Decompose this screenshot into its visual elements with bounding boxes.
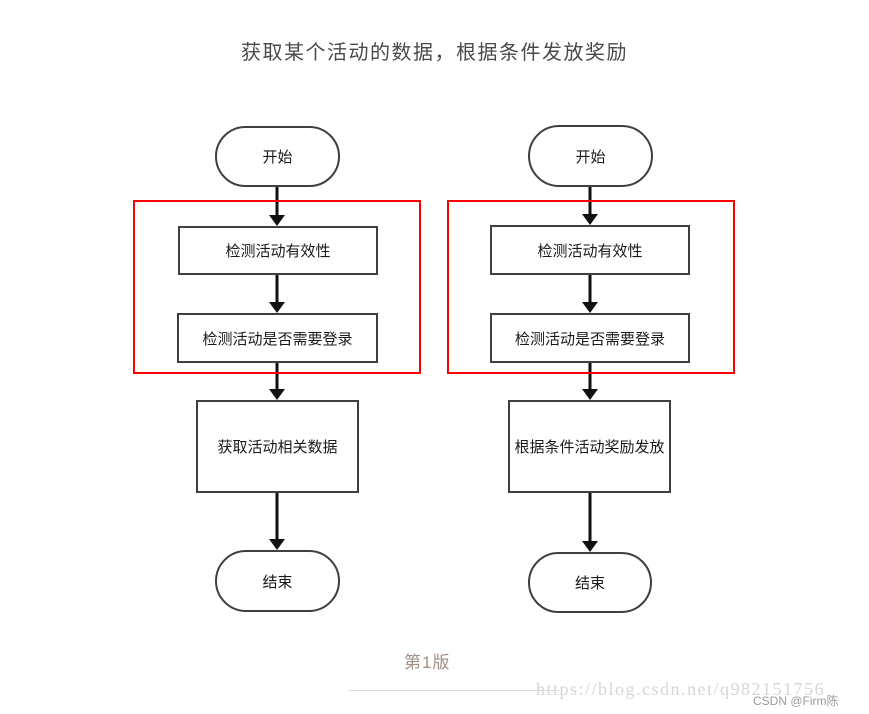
flow-right-step-check-login: 检测活动是否需要登录	[490, 313, 690, 363]
flow-right-step-reward-dispatch: 根据条件活动奖励发放	[508, 400, 671, 493]
flow-left-step-check-validity: 检测活动有效性	[178, 226, 378, 275]
arrow-down-icon	[582, 493, 598, 552]
highlight-box-left	[133, 200, 421, 374]
flow-left-step-get-data: 获取活动相关数据	[196, 400, 359, 493]
highlight-box-right	[447, 200, 735, 374]
arrow-down-icon	[269, 492, 285, 550]
watermark-user: CSDN @Firm陈	[753, 694, 839, 708]
diagram-title: 获取某个活动的数据，根据条件发放奖励	[241, 42, 628, 64]
version-label: 第1版	[404, 653, 451, 672]
flow-left-end-node: 结束	[215, 550, 340, 612]
flow-right-end-node: 结束	[528, 552, 652, 613]
flow-left-start-node: 开始	[215, 126, 340, 187]
footer-divider	[348, 690, 559, 691]
watermark-url: https://blog.csdn.net/q982151756	[536, 679, 825, 699]
flow-left-step-check-login: 检测活动是否需要登录	[177, 313, 378, 363]
flow-right-step-check-validity: 检测活动有效性	[490, 225, 690, 275]
flow-right-start-node: 开始	[528, 125, 653, 187]
